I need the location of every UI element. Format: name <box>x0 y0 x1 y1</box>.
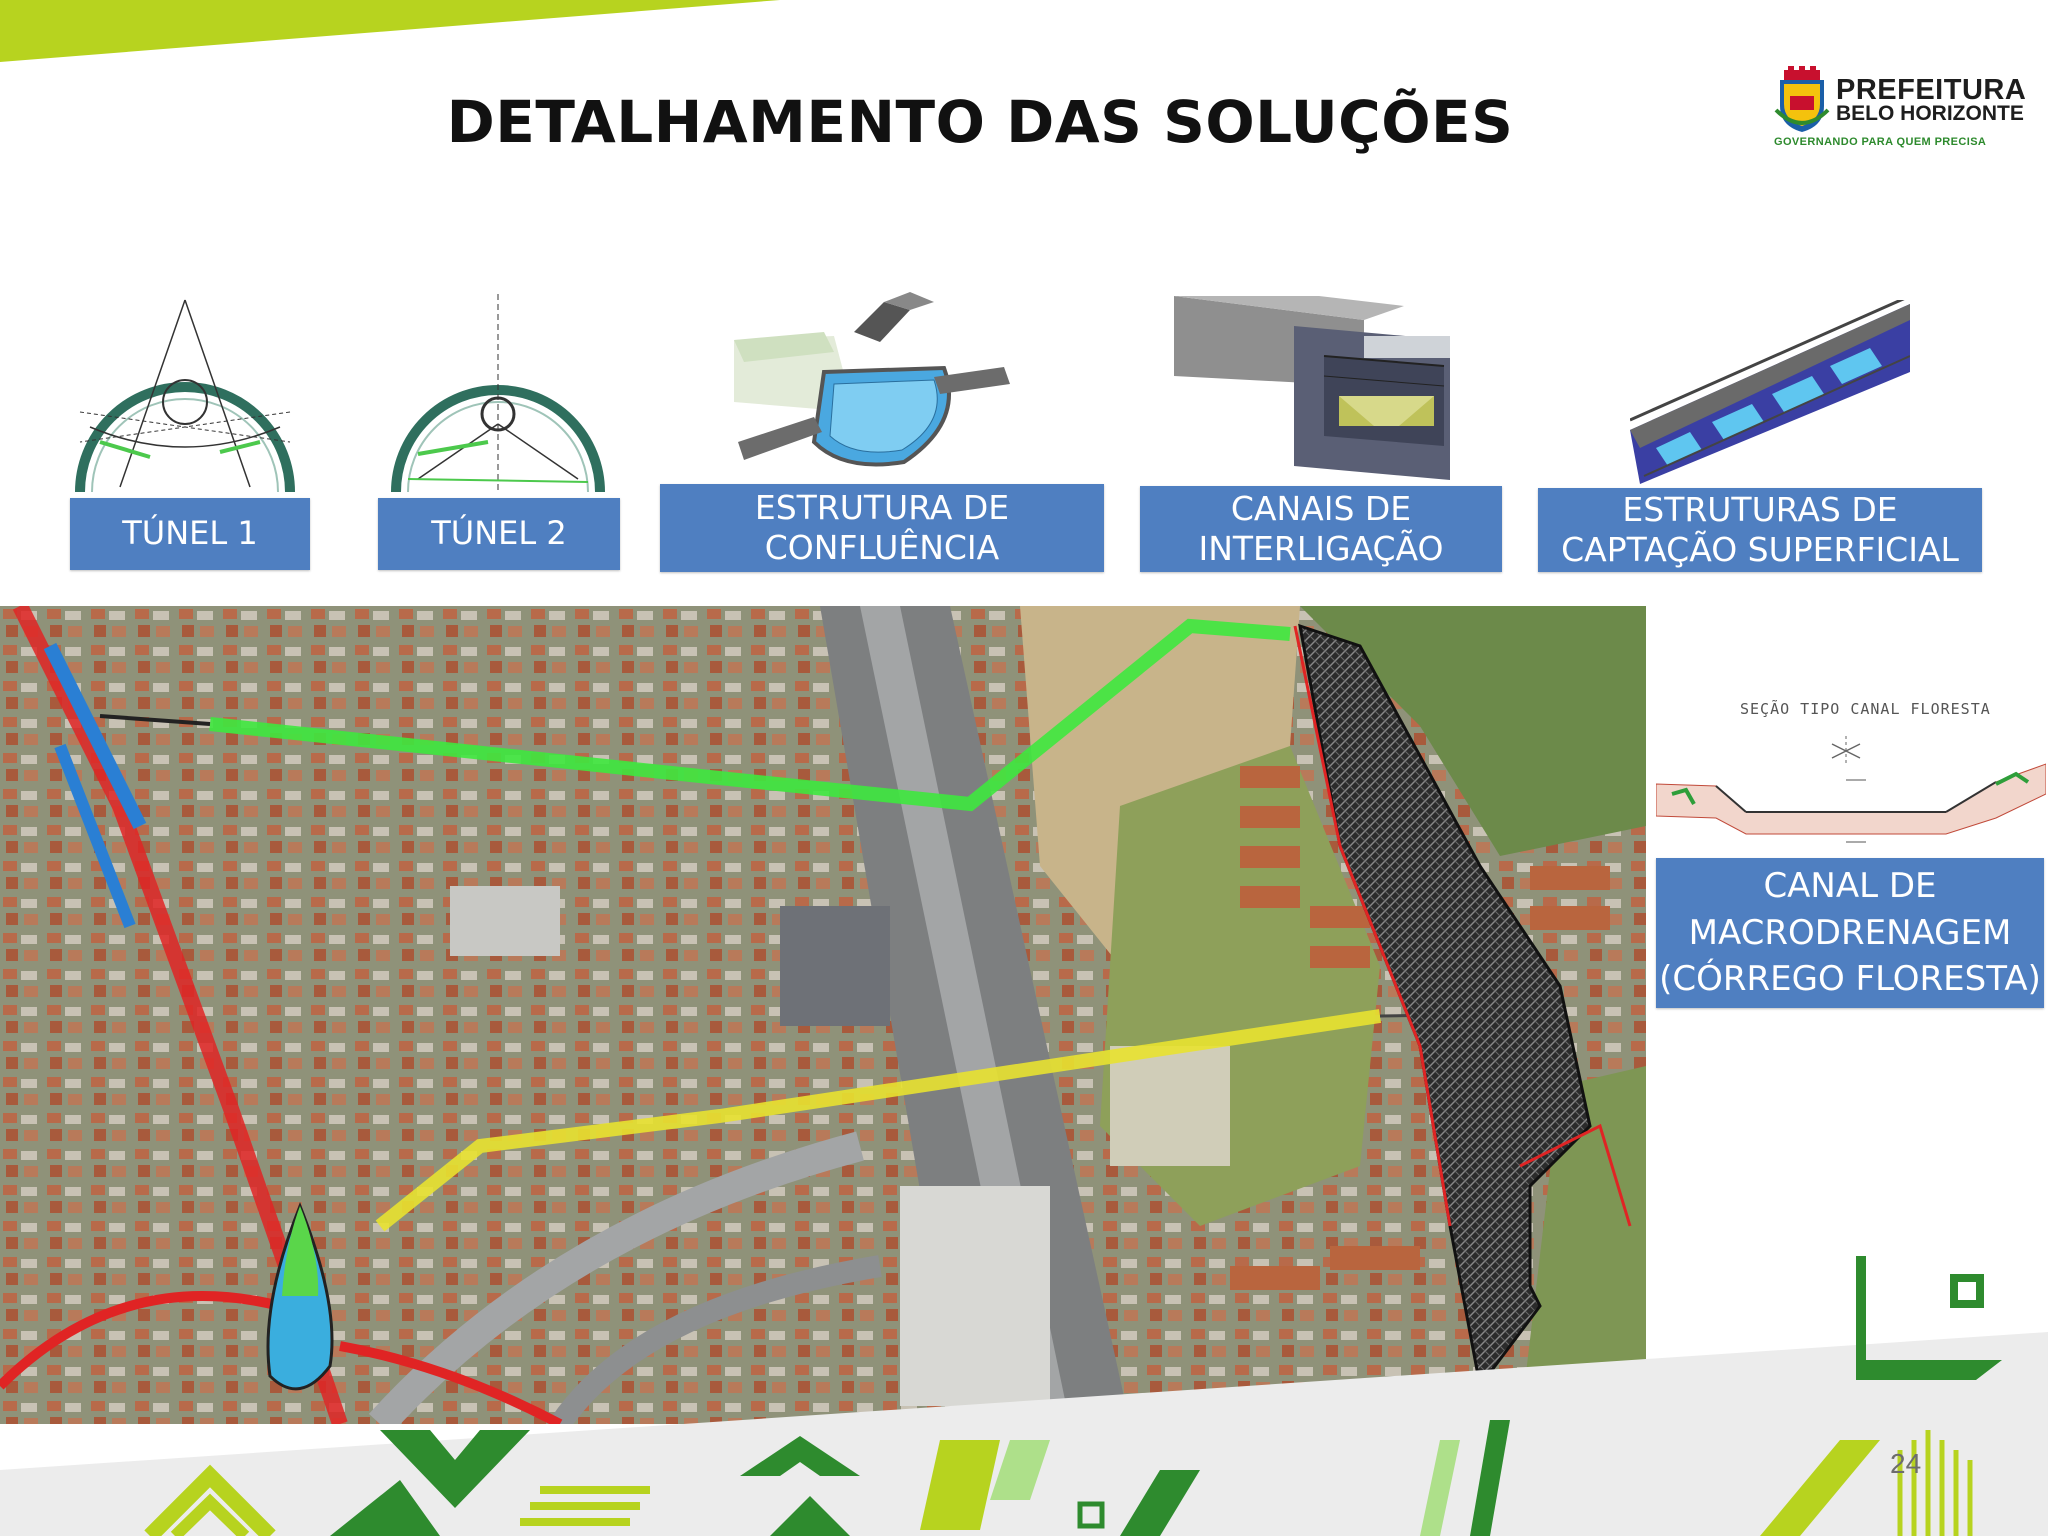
label-line: (CÓRREGO FLORESTA) <box>1659 959 2041 1000</box>
label-line: CAPTAÇÃO SUPERFICIAL <box>1561 530 1959 569</box>
label-line: ESTRUTURAS DE <box>1622 489 1898 529</box>
label-macrodrainage-canal: CANAL DE MACRODRENAGEM (CÓRREGO FLORESTA… <box>1656 858 2044 1008</box>
label-line: ESTRUTURA DE <box>754 487 1010 527</box>
aerial-map <box>0 606 1646 1424</box>
label-line: CANAL DE <box>1763 865 1937 906</box>
label-line: TÚNEL 1 <box>122 514 258 553</box>
tunnel-1-section-drawing <box>75 299 295 492</box>
label-interconnection-channels: CANAIS DE INTERLIGAÇÃO <box>1140 486 1502 572</box>
label-line: TÚNEL 2 <box>431 514 567 553</box>
page-title: DETALHAMENTO DAS SOLUÇÕES <box>446 88 1514 156</box>
label-line: CONFLUÊNCIA <box>764 528 1000 567</box>
logo-line-2: BELO HORIZONTE <box>1836 102 2024 125</box>
surface-capture-structures-render <box>1630 300 1910 484</box>
interconnection-channels-render <box>1174 296 1450 480</box>
confluence-structure-render <box>734 292 1010 467</box>
label-line: CANAIS DE <box>1230 488 1412 528</box>
label-line: MACRODRENAGEM <box>1688 912 2012 953</box>
logo-tagline: GOVERNANDO PARA QUEM PRECISA <box>1774 136 1987 148</box>
top-accent-stripe <box>0 0 780 62</box>
label-line: INTERLIGAÇÃO <box>1198 529 1444 568</box>
decorative-footer <box>0 1256 2048 1536</box>
label-confluence-structure: ESTRUTURA DE CONFLUÊNCIA <box>660 484 1104 572</box>
label-surface-capture-structures: ESTRUTURAS DE CAPTAÇÃO SUPERFICIAL <box>1538 488 1982 572</box>
label-tunnel-1: TÚNEL 1 <box>70 498 310 570</box>
tunnel-2-section-drawing <box>391 294 605 492</box>
canal-section-caption: SEÇÃO TIPO CANAL FLORESTA <box>1740 700 1991 718</box>
page-number: 24 <box>1890 1448 1922 1479</box>
label-tunnel-2: TÚNEL 2 <box>378 498 620 570</box>
logo-line-1: PREFEITURA <box>1836 74 2027 106</box>
coat-of-arms-icon <box>1774 66 1830 132</box>
canal-section-drawing <box>1656 736 2046 843</box>
